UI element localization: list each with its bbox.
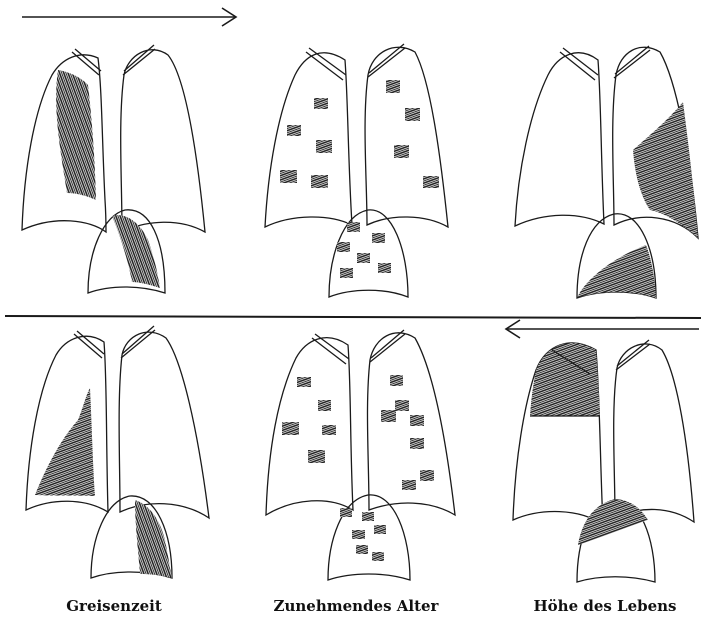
lung-right-outline [265, 53, 352, 227]
lower-lung-shading [577, 245, 656, 298]
lung-left-outline [119, 332, 209, 518]
spots [282, 375, 434, 561]
lower-lung-shading [578, 500, 648, 545]
lung-set-top-right [515, 46, 698, 298]
lung-set-top-left [22, 45, 205, 293]
lung-right-outline [266, 338, 353, 515]
spots [280, 80, 439, 278]
row-divider [5, 316, 701, 318]
caption-zunehmendes-alter: Zunehmendes Alter [274, 597, 439, 615]
lung-right-outline [515, 53, 604, 226]
lung-shading [56, 70, 96, 200]
lung-set-top-middle [265, 44, 448, 297]
caption-greisenzeit: Greisenzeit [66, 597, 162, 615]
lung-set-bottom-middle [266, 330, 455, 580]
lung-left-outline [365, 47, 448, 227]
lung-left-outline [121, 50, 205, 232]
top-direction-arrow [22, 8, 236, 26]
lung-left-outline [614, 344, 694, 522]
lung-shading [35, 388, 95, 496]
lung-apex-shading [530, 343, 600, 416]
lung-set-bottom-left [26, 326, 209, 578]
lung-set-bottom-right [513, 340, 694, 582]
bottom-direction-arrow [506, 320, 699, 338]
caption-hoehe-des-lebens: Höhe des Lebens [533, 597, 676, 615]
lower-lung-shading [135, 500, 172, 578]
